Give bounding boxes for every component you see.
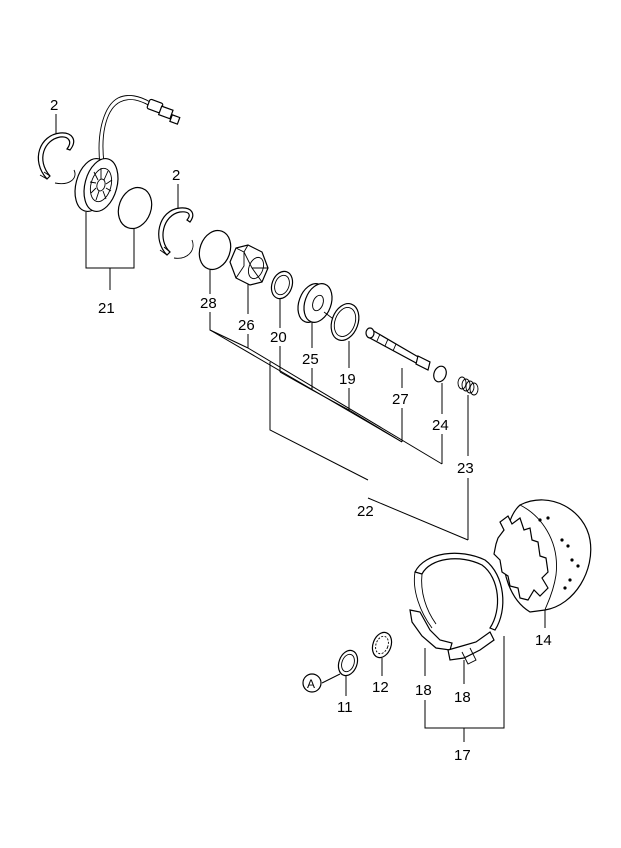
label-23: 23 <box>457 460 474 477</box>
label-21: 21 <box>98 300 115 317</box>
snap-ring-2-left <box>37 132 76 185</box>
label-2-right: 2 <box>172 167 180 184</box>
label-18-left: 18 <box>415 682 432 699</box>
label-2-left: 2 <box>50 97 58 114</box>
label-11: 11 <box>337 699 353 716</box>
hex-piston-26 <box>229 244 269 286</box>
label-26: 26 <box>238 317 255 334</box>
label-20: 20 <box>270 329 287 346</box>
label-24: 24 <box>432 417 449 434</box>
leader-lines <box>55 114 546 742</box>
piston-25 <box>297 283 337 323</box>
label-ref-a: A <box>307 677 315 691</box>
label-14: 14 <box>535 632 552 649</box>
label-17: 17 <box>454 747 471 764</box>
label-12: 12 <box>372 679 389 696</box>
o-ring-28 <box>198 229 232 271</box>
label-28: 28 <box>200 295 217 312</box>
spring-23 <box>457 376 479 396</box>
label-18-right: 18 <box>454 689 471 706</box>
retainer-12 <box>371 631 393 659</box>
drum-14 <box>493 499 592 613</box>
label-22: 22 <box>357 503 374 520</box>
brake-band-17 <box>409 552 504 665</box>
sensor-assembly-21 <box>74 95 181 213</box>
label-27: 27 <box>392 391 409 408</box>
ring-11 <box>337 649 359 677</box>
piston-rod-27 <box>365 327 431 371</box>
label-25: 25 <box>302 351 319 368</box>
o-ring-21 <box>117 186 153 230</box>
seal-ring-19 <box>330 303 360 341</box>
label-19: 19 <box>339 371 356 388</box>
snap-ring-2-right <box>158 207 194 259</box>
washer-24 <box>433 365 447 383</box>
ring-20 <box>270 270 294 300</box>
reference-a-circle <box>302 673 322 693</box>
